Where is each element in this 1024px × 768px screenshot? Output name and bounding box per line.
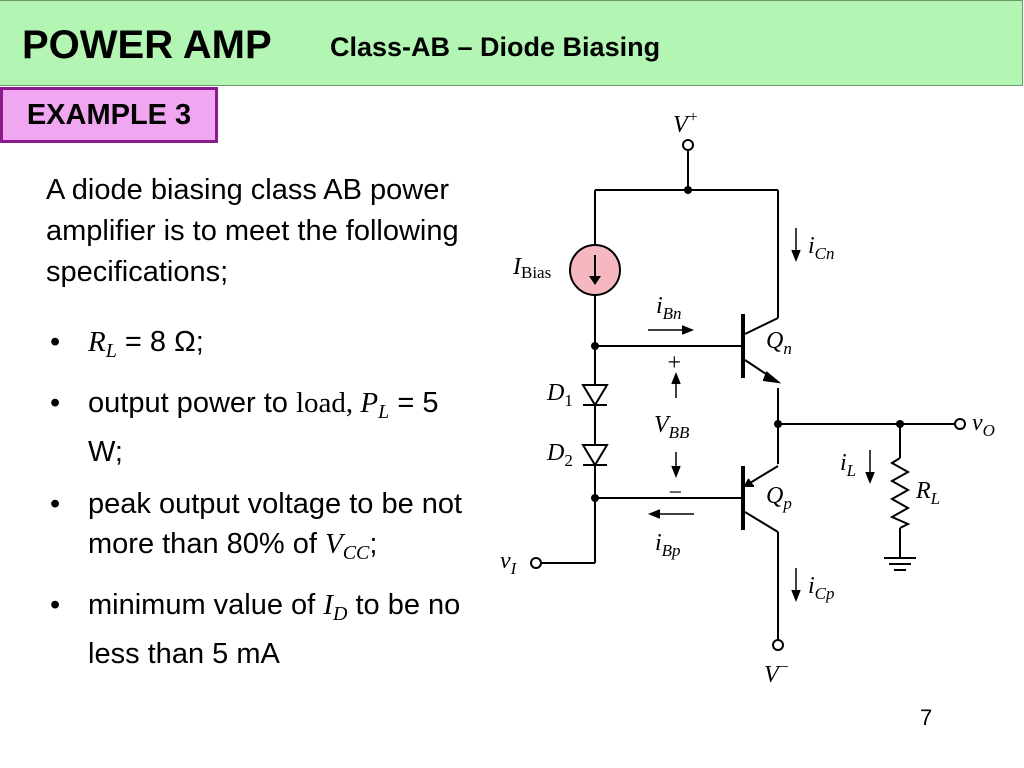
spec-list: • RL = 8 Ω; • output power to load, PL =… [46,322,466,686]
circuit-labels: V+ V− IBias iCn iBn Qn Qp D1 D2 VBB + − … [500,109,995,688]
npn-transistor-icon [741,314,782,384]
slide-header: POWER AMP Class-AB – Diode Biasing [0,0,1023,86]
spec-rest: to be no less than 5 mA [88,589,461,670]
spec-sub: D [332,603,348,625]
spec-sub: CC [342,542,370,564]
spec-serif-text: load, [295,387,361,419]
diode-d1-icon [581,384,609,407]
circuit-wires [541,150,955,640]
spec-item-load-resistance: • RL = 8 Ω; [46,322,466,371]
label-ibias: IBias [512,254,551,282]
label-vo: vO [972,410,995,440]
label-vminus: V− [764,659,789,688]
bullet-dot: • [50,326,61,358]
label-icp: iCp [808,573,835,603]
junction-dot [591,494,599,502]
diode-d2-icon [581,444,609,467]
label-ibp: iBp [655,530,681,560]
label-d1: D1 [546,380,573,410]
page-number: 7 [920,705,933,730]
spec-var: R [88,326,106,358]
junction-dot [591,342,599,350]
current-source-icon [569,244,621,296]
label-icn: iCn [808,233,835,263]
terminals [530,139,966,651]
label-plus: + [666,350,682,376]
arrow-il-icon [865,450,875,485]
spec-var: P [360,387,379,419]
arrow-ibn-icon [648,325,695,335]
label-rl: RL [915,478,940,508]
arrow-vbb-down-icon [671,452,681,479]
spec-text: peak output voltage to be not more than … [88,488,463,560]
bullet-dot: • [50,387,61,419]
label-vi: vI [500,548,518,578]
spec-sub: L [378,401,390,423]
bullet-dot: • [50,488,61,520]
spec-item-peak-voltage: • peak output voltage to be not more tha… [46,484,466,573]
bullet-dot: • [50,589,61,621]
spec-item-output-power: • output power to load, PL = 5 W; [46,383,466,472]
junction-dot [896,420,904,428]
resistor-rl-icon [889,457,911,529]
spec-item-min-diode-current: • minimum value of ID to be no less than… [46,585,466,674]
label-il: iL [840,450,856,480]
spec-text: output power to [88,387,296,419]
arrow-icp-icon [791,568,801,603]
spec-rest: = 8 Ω; [116,326,204,358]
junction-dot [774,420,782,428]
terminal-vi [530,557,542,569]
terminal-vo [954,418,966,430]
terminal-vminus [772,639,784,651]
slide-title: POWER AMP [22,23,272,67]
example-label: EXAMPLE 3 [0,87,218,143]
pnp-transistor-icon [741,465,779,533]
spec-rest: ; [369,528,378,560]
arrow-icn-icon [791,228,801,263]
intro-text: A diode biasing class AB power amplifier… [46,174,459,288]
spec-text: minimum value of [88,589,324,621]
label-ibn: iBn [656,293,682,323]
ground-icon [884,557,916,571]
spec-var: V [324,528,343,560]
circuit-diagram: V+ V− IBias iCn iBn Qn Qp D1 D2 VBB + − … [500,109,995,688]
spec-var: I [323,589,333,621]
junction-dot [684,186,692,194]
label-vbb: VBB [654,412,690,442]
arrow-vbb-up-icon [671,371,681,398]
slide-subtitle: Class-AB – Diode Biasing [330,32,661,62]
arrow-ibp-icon [647,509,694,519]
label-qp: Qp [766,483,792,513]
label-d2: D2 [546,440,573,470]
label-vplus: V+ [673,109,698,138]
label-minus: − [667,480,683,506]
spec-sub: L [105,340,117,362]
label-qn: Qn [766,328,792,358]
junction-dots [591,186,904,502]
current-arrows [647,228,875,603]
spec-rest: = 5 W; [88,387,439,468]
terminal-vplus [682,139,694,151]
